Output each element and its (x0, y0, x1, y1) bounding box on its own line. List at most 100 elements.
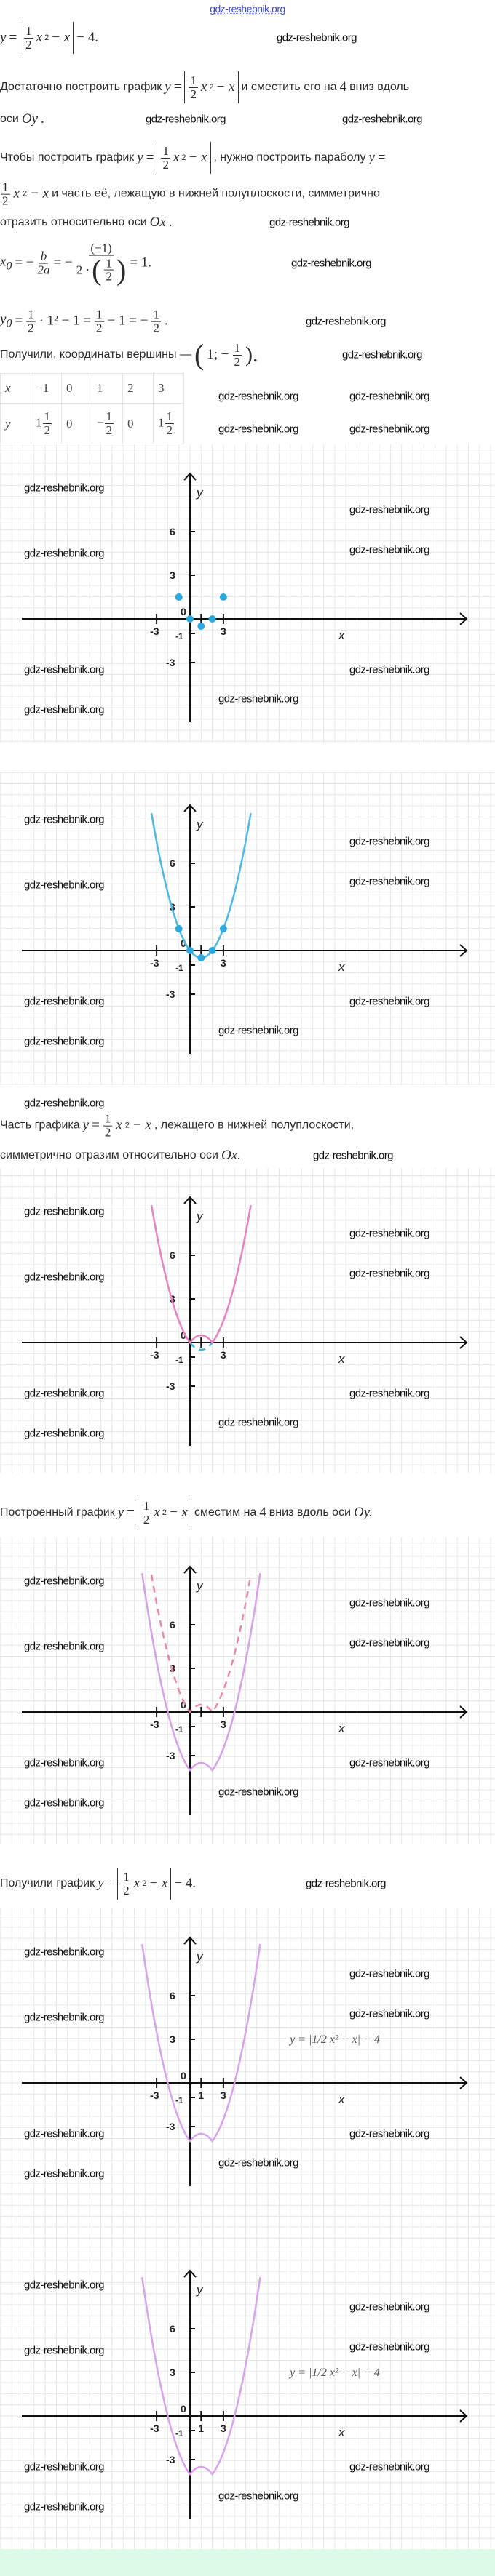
x-tick-label: -3 (150, 1349, 159, 1361)
text: отразить относительно оси (0, 216, 147, 228)
curve-line (150, 1574, 252, 1713)
math-y: y (0, 30, 7, 45)
watermark-text: gdz-reshebnik.org (24, 1427, 104, 1440)
den: 2 (2, 193, 9, 208)
data-point (219, 925, 227, 932)
num: 1 (141, 1498, 151, 1513)
data-point (197, 623, 205, 630)
y-tick-label: 3 (170, 2033, 175, 2045)
den: 2 (106, 269, 112, 284)
y-tick-label: -3 (166, 988, 175, 1000)
x-tick-label: 3 (221, 1349, 226, 1361)
watermark-text: gdz-reshebnik.org (313, 1149, 393, 1162)
origin-label: 0 (181, 2070, 186, 2081)
x-tick-label: -3 (150, 2423, 159, 2434)
math-minus-x: − x (188, 150, 207, 165)
watermark-text: gdz-reshebnik.org (24, 1640, 104, 1653)
y-tick-label: -3 (166, 2454, 175, 2465)
watermark-text: gdz-reshebnik.org (146, 113, 226, 126)
y-axis-arrow (183, 1936, 197, 1945)
x-tick-label: 3 (221, 1719, 226, 1730)
math-y: y (165, 79, 171, 95)
text: Получили график (0, 1877, 95, 1889)
footer-band (0, 2549, 495, 2576)
y-tick-label: -1 (175, 963, 183, 973)
x-axis-arrow (459, 1705, 468, 1719)
y-tick-label: -1 (175, 631, 183, 641)
watermark-text: gdz-reshebnik.org (342, 348, 422, 361)
x-tick-label: 1 (198, 2089, 204, 2101)
data-point (175, 925, 183, 932)
watermark-text: gdz-reshebnik.org (24, 813, 104, 826)
y-tick-label: 6 (170, 1619, 175, 1631)
watermark-text: gdz-reshebnik.org (24, 481, 104, 495)
origin-label: 0 (181, 606, 186, 617)
y-tick-label: 6 (170, 1990, 175, 2001)
x-tick-label: 3 (221, 625, 226, 637)
watermark-text: gdz-reshebnik.org (349, 2300, 429, 2313)
math-y: y (137, 150, 143, 165)
watermark-text: gdz-reshebnik.org (349, 1756, 429, 1769)
watermark-text: gdz-reshebnik.org (269, 216, 349, 229)
den: 2 (104, 1125, 111, 1140)
exp: 2 (162, 1508, 167, 1517)
watermark-text: gdz-reshebnik.org (24, 663, 104, 676)
data-point (197, 954, 205, 961)
watermark-text: gdz-reshebnik.org (24, 2011, 104, 2024)
watermark-text: gdz-reshebnik.org (24, 1796, 104, 1809)
watermark-text: gdz-reshebnik.org (349, 2007, 429, 2020)
math-minus-x: − x (215, 79, 235, 95)
math-minus-x: − x (148, 1876, 168, 1891)
math-4: 4 (259, 1505, 266, 1520)
watermark-text: gdz-reshebnik.org (24, 1271, 104, 1284)
watermark-text: gdz-reshebnik.org (218, 1785, 298, 1799)
watermark-text: gdz-reshebnik.org (349, 2340, 429, 2353)
num: 1 (165, 409, 174, 424)
whole: 1 (36, 415, 42, 430)
explanation-line-2: оси Oy. (0, 111, 44, 127)
text: вниз вдоль (349, 81, 410, 93)
den: 2 (106, 423, 113, 437)
table-cell: 1 (92, 373, 123, 404)
num: 1 (24, 23, 33, 39)
text: вниз вдоль оси (269, 1506, 352, 1519)
math-4: 4 (339, 79, 347, 95)
grid (0, 1537, 495, 1844)
y-axis-label: y (196, 1950, 204, 1964)
watermark-text: gdz-reshebnik.org (24, 1387, 104, 1400)
num: 1 (104, 256, 114, 271)
den: 2 (96, 321, 103, 335)
table-cell: x (0, 373, 31, 404)
x-axis-arrow (459, 2076, 468, 2089)
table-cell: y (0, 403, 31, 444)
text: , нужно построить параболу (213, 151, 366, 164)
table-cell: 3 (153, 373, 184, 404)
data-point (186, 947, 194, 954)
math-ox: Ox. (221, 1148, 241, 1163)
text: и сместить его на (241, 81, 337, 93)
text: Получили, координаты вершины — (0, 348, 191, 361)
site-watermark-link[interactable]: gdz-reshebnik.org (210, 3, 285, 15)
explanation-line-5: отразить относительно оси Ox. (0, 215, 173, 231)
math-minus-x: − x (51, 30, 71, 45)
watermark-text: gdz-reshebnik.org (24, 1035, 104, 1048)
grid (0, 444, 495, 743)
watermark-text: gdz-reshebnik.org (291, 257, 371, 270)
y-tick-label: 3 (170, 2367, 175, 2378)
origin-label: 0 (181, 1699, 186, 1711)
